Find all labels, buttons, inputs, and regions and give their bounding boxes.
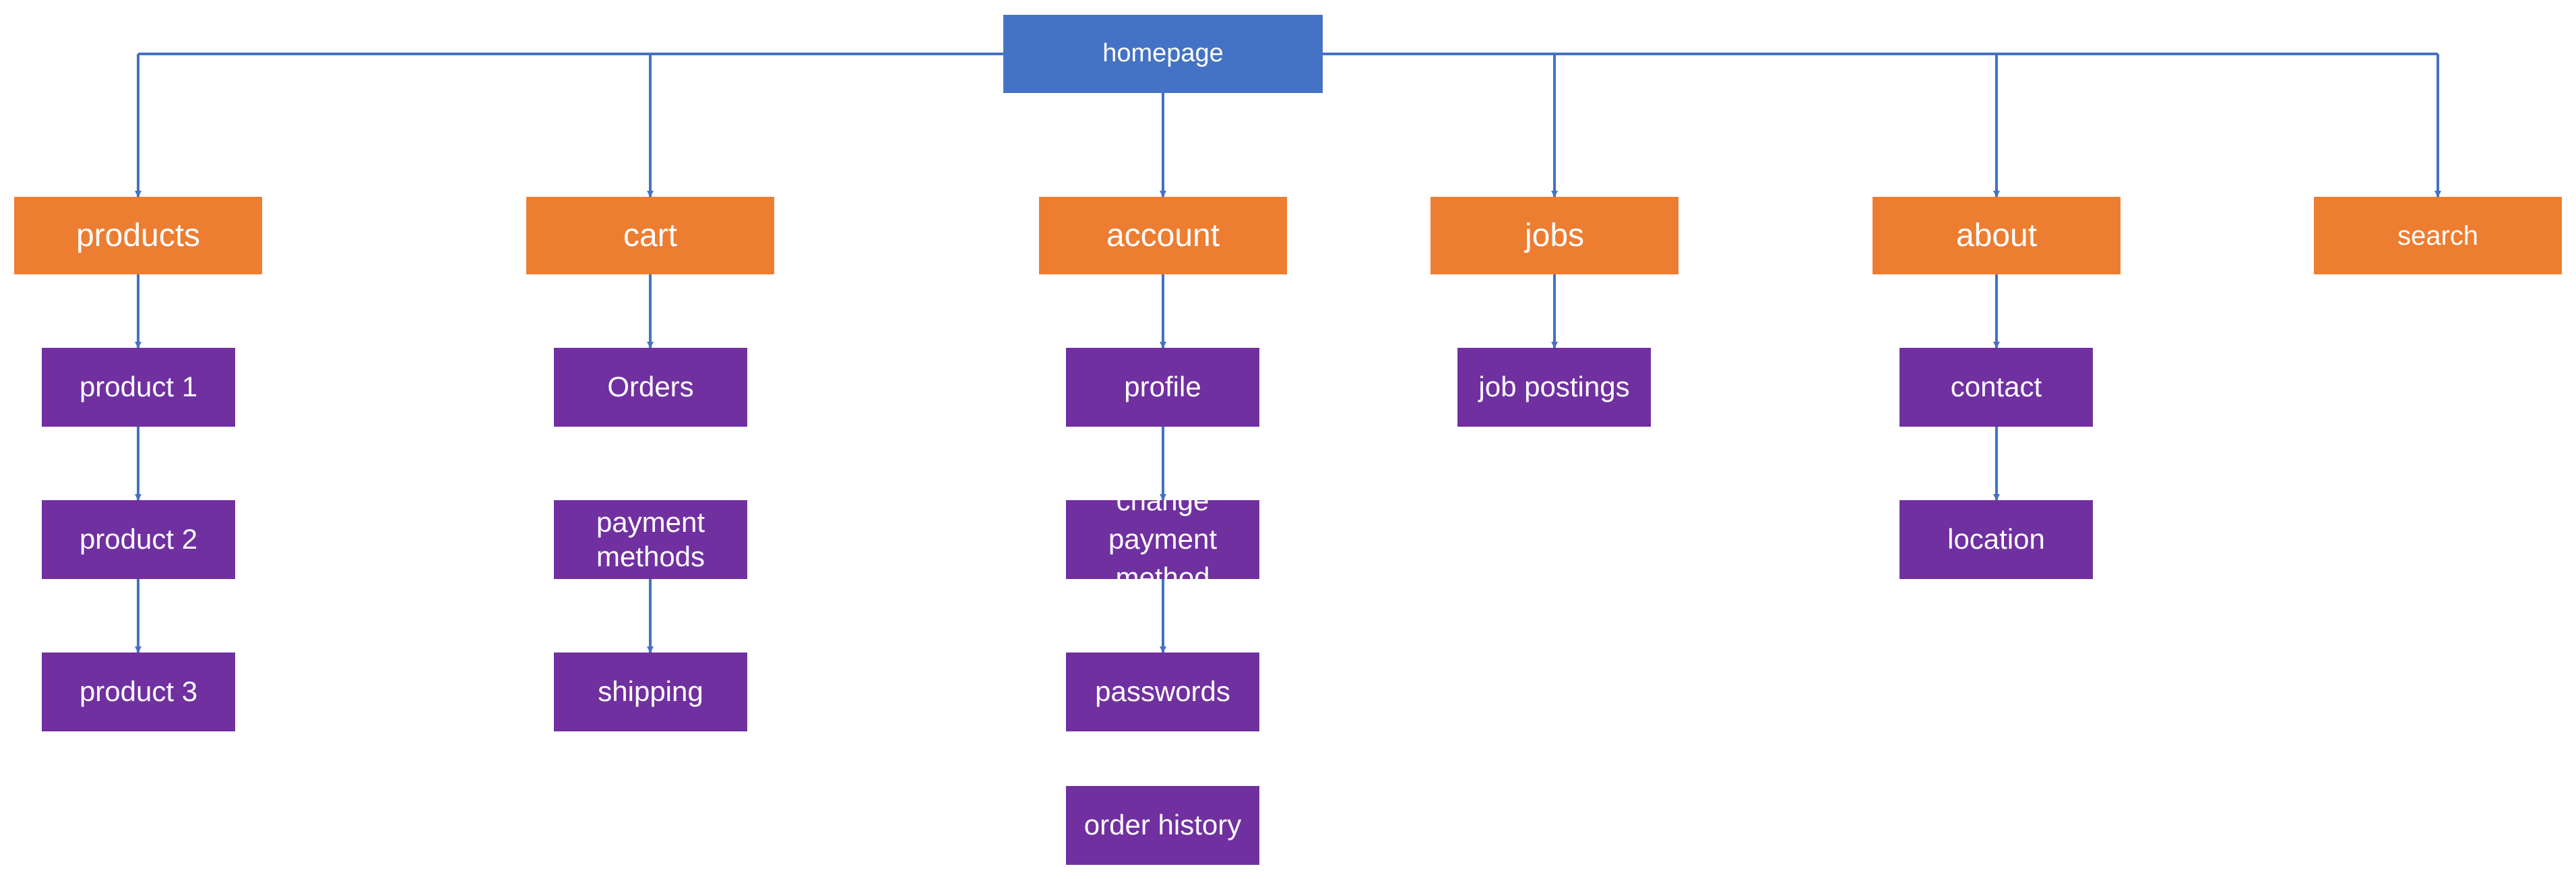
node-passwords-label: passwords <box>1095 675 1230 708</box>
node-shipping-label: shipping <box>598 675 703 708</box>
node-cart-label: cart <box>623 217 677 253</box>
node-product-2-label: product 2 <box>79 523 198 555</box>
node-contact-label: contact <box>1950 371 2042 403</box>
node-location-label: location <box>1947 523 2045 555</box>
node-payment-methods-label: payment methods <box>596 506 705 572</box>
node-search: search <box>2314 197 2562 274</box>
node-product-3: product 3 <box>42 653 235 731</box>
node-profile-label: profile <box>1124 371 1201 403</box>
node-homepage-label: homepage <box>1102 39 1224 68</box>
node-job-postings: job postings <box>1457 348 1651 427</box>
node-passwords: passwords <box>1066 653 1259 731</box>
node-products: products <box>14 197 262 274</box>
node-change-payment-method-label: change payment method <box>1108 500 1218 579</box>
node-location: location <box>1899 500 2093 579</box>
node-cart: cart <box>526 197 774 274</box>
node-about-label: about <box>1955 217 2038 253</box>
node-payment-methods: payment methods <box>554 500 747 579</box>
node-product-1: product 1 <box>42 348 235 427</box>
node-account-label: account <box>1106 217 1220 253</box>
node-job-postings-label: job postings <box>1478 371 1630 403</box>
node-products-label: products <box>75 217 201 253</box>
node-search-label: search <box>2397 220 2479 251</box>
node-orders: Orders <box>554 348 747 427</box>
node-contact: contact <box>1899 348 2093 427</box>
node-jobs-label: jobs <box>1524 217 1585 253</box>
node-order-history: order history <box>1066 786 1259 865</box>
node-product-2: product 2 <box>42 500 235 579</box>
node-homepage: homepage <box>1003 15 1323 93</box>
node-account: account <box>1039 197 1287 274</box>
node-product-1-label: product 1 <box>79 371 198 403</box>
node-profile: profile <box>1066 348 1259 427</box>
node-shipping: shipping <box>554 653 747 731</box>
node-about: about <box>1873 197 2121 274</box>
node-order-history-label: order history <box>1083 809 1242 841</box>
node-product-3-label: product 3 <box>79 675 198 708</box>
node-orders-label: Orders <box>607 371 694 403</box>
node-change-payment-method: change payment method <box>1066 500 1259 579</box>
node-jobs: jobs <box>1431 197 1678 274</box>
